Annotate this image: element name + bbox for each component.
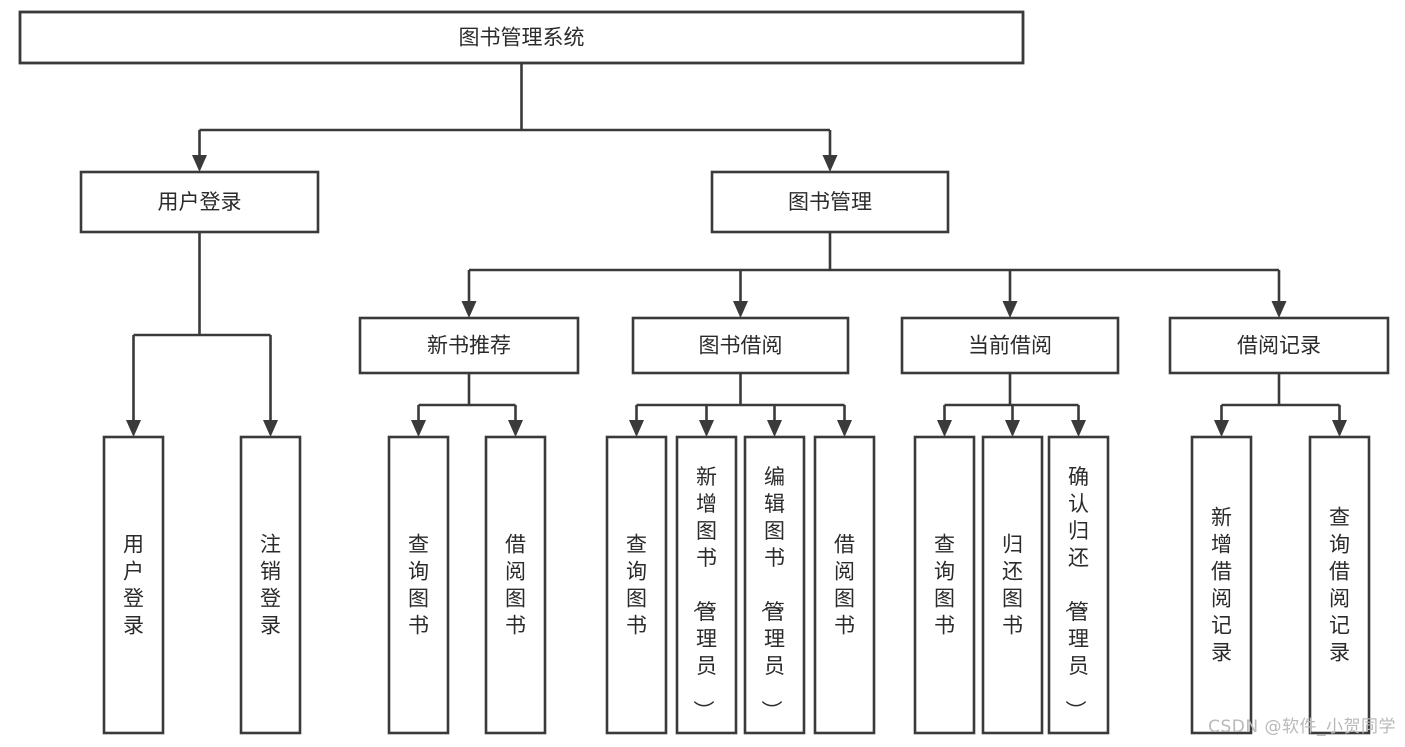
node-label-leaf-query-book-1: 查询图书 bbox=[408, 533, 429, 638]
node-label-leaf-borrow-book-1: 借阅图书 bbox=[505, 533, 526, 638]
node-box-leaf-return-book[interactable] bbox=[981, 435, 1044, 735]
connector-arrowhead bbox=[126, 420, 141, 437]
node-box-root[interactable] bbox=[18, 10, 1025, 65]
node-label-leaf-query-book-3: 查询图书 bbox=[934, 533, 955, 638]
node-box-book-borrow[interactable] bbox=[631, 316, 850, 375]
node-leaf-add-record[interactable]: 新增借阅记录 bbox=[1190, 435, 1253, 735]
node-label-new-book-recommend: 新书推荐 bbox=[427, 334, 511, 358]
node-leaf-query-book-2[interactable]: 查询图书 bbox=[605, 435, 668, 735]
node-leaf-return-book[interactable]: 归还图书 bbox=[981, 435, 1044, 735]
node-label-user-login: 用户登录 bbox=[158, 190, 242, 214]
node-label-leaf-query-book-2: 查询图书 bbox=[626, 533, 647, 638]
connector-arrowhead bbox=[192, 155, 207, 172]
node-leaf-borrow-book-2[interactable]: 借阅图书 bbox=[813, 435, 876, 735]
connector-arrowhead bbox=[1332, 420, 1347, 437]
node-leaf-query-book-1[interactable]: 查询图书 bbox=[387, 435, 450, 735]
node-leaf-edit-book[interactable]: 编辑图书（管理员） bbox=[743, 435, 806, 735]
connector-arrowhead bbox=[411, 420, 426, 437]
node-box-new-book-recommend[interactable] bbox=[358, 316, 580, 375]
node-box-leaf-query-book-3[interactable] bbox=[913, 435, 976, 735]
node-user-login[interactable]: 用户登录 bbox=[79, 170, 320, 234]
node-box-leaf-query-record[interactable] bbox=[1308, 435, 1371, 735]
node-leaf-user-login[interactable]: 用户登录 bbox=[102, 435, 165, 735]
node-book-borrow[interactable]: 图书借阅 bbox=[631, 316, 850, 375]
node-label-leaf-edit-book: 编辑图书（管理员） bbox=[759, 465, 785, 721]
node-leaf-user-logout[interactable]: 注销登录 bbox=[239, 435, 302, 735]
connector-arrowhead bbox=[1005, 420, 1020, 437]
node-box-leaf-borrow-book-2[interactable] bbox=[813, 435, 876, 735]
node-leaf-add-book[interactable]: 新增图书（管理员） bbox=[675, 435, 738, 735]
connector-arrowhead bbox=[508, 420, 523, 437]
connector-arrowhead bbox=[1214, 420, 1229, 437]
connector-arrowhead bbox=[837, 420, 852, 437]
node-box-leaf-add-book[interactable] bbox=[675, 435, 738, 735]
node-label-leaf-query-record: 查询借阅记录 bbox=[1329, 506, 1350, 665]
connector-arrowhead bbox=[822, 155, 838, 172]
node-box-borrow-record[interactable] bbox=[1168, 316, 1390, 375]
node-box-leaf-query-book-1[interactable] bbox=[387, 435, 450, 735]
node-box-leaf-query-book-2[interactable] bbox=[605, 435, 668, 735]
node-new-book-recommend[interactable]: 新书推荐 bbox=[358, 316, 580, 375]
node-leaf-query-book-3[interactable]: 查询图书 bbox=[913, 435, 976, 735]
node-box-book-manage[interactable] bbox=[710, 170, 950, 234]
node-label-root: 图书管理系统 bbox=[459, 26, 585, 50]
node-label-leaf-user-logout: 注销登录 bbox=[260, 533, 281, 638]
node-label-book-borrow: 图书借阅 bbox=[699, 334, 783, 358]
node-box-leaf-add-record[interactable] bbox=[1190, 435, 1253, 735]
connector-arrowhead bbox=[1271, 301, 1287, 318]
node-label-book-manage: 图书管理 bbox=[788, 190, 872, 214]
connector-layer bbox=[126, 63, 1347, 437]
node-root[interactable]: 图书管理系统 bbox=[18, 10, 1025, 65]
connector-arrowhead bbox=[733, 301, 748, 318]
node-box-current-borrow[interactable] bbox=[900, 316, 1120, 375]
node-label-leaf-user-login: 用户登录 bbox=[123, 533, 144, 638]
node-book-manage[interactable]: 图书管理 bbox=[710, 170, 950, 234]
node-leaf-borrow-book-1[interactable]: 借阅图书 bbox=[484, 435, 547, 735]
connector-arrowhead bbox=[937, 420, 952, 437]
connector-arrowhead bbox=[263, 420, 278, 437]
node-borrow-record[interactable]: 借阅记录 bbox=[1168, 316, 1390, 375]
node-label-leaf-borrow-book-2: 借阅图书 bbox=[834, 533, 855, 638]
connector-arrowhead bbox=[699, 420, 714, 437]
node-box-leaf-user-logout[interactable] bbox=[239, 435, 302, 735]
connector-arrowhead bbox=[629, 420, 644, 437]
node-label-leaf-return-book: 归还图书 bbox=[1002, 533, 1023, 638]
connector-arrowhead bbox=[767, 420, 782, 437]
node-leaf-confirm-return[interactable]: 确认归还（管理员） bbox=[1047, 435, 1110, 735]
node-leaf-query-record[interactable]: 查询借阅记录 bbox=[1308, 435, 1371, 735]
node-box-leaf-user-login[interactable] bbox=[102, 435, 165, 735]
node-label-leaf-add-record: 新增借阅记录 bbox=[1211, 506, 1232, 665]
node-box-leaf-edit-book[interactable] bbox=[743, 435, 806, 735]
node-label-leaf-add-book: 新增图书（管理员） bbox=[691, 465, 717, 721]
node-current-borrow[interactable]: 当前借阅 bbox=[900, 316, 1120, 375]
node-label-borrow-record: 借阅记录 bbox=[1237, 334, 1321, 358]
node-layer: 图书管理系统用户登录图书管理新书推荐图书借阅当前借阅借阅记录用户登录注销登录查询… bbox=[18, 10, 1390, 735]
connector-arrowhead bbox=[1071, 420, 1086, 437]
csdn-watermark: CSDN @软件_小贺同学 bbox=[1208, 717, 1396, 737]
node-box-leaf-borrow-book-1[interactable] bbox=[484, 435, 547, 735]
node-box-leaf-confirm-return[interactable] bbox=[1047, 435, 1110, 735]
node-label-leaf-confirm-return: 确认归还（管理员） bbox=[1063, 465, 1089, 721]
connector-arrowhead bbox=[461, 301, 477, 318]
connector-arrowhead bbox=[1002, 301, 1018, 318]
node-label-current-borrow: 当前借阅 bbox=[968, 334, 1052, 358]
node-box-user-login[interactable] bbox=[79, 170, 320, 234]
